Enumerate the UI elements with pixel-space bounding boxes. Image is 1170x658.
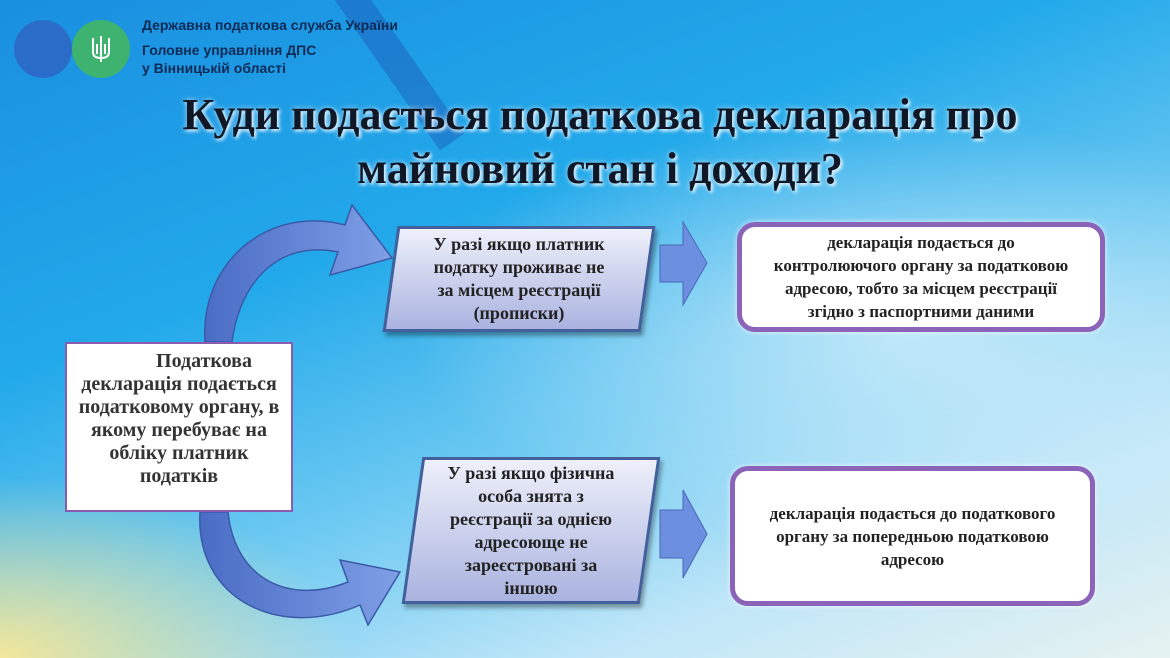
- curved-arrow-down: [199, 511, 402, 627]
- block-arrow-right-2: [659, 489, 708, 579]
- logo-circle-blue: [14, 20, 72, 78]
- org-region: у Вінницькій області: [142, 60, 286, 76]
- org-department: Головне управління ДПС: [142, 42, 317, 58]
- main-statement-box: Податкова декларація подається податково…: [65, 342, 293, 512]
- org-name: Державна податкова служба України: [142, 17, 398, 33]
- trident-logo: [72, 20, 130, 78]
- trident-icon: [92, 36, 110, 62]
- curved-arrow-up: [204, 203, 394, 343]
- block-arrow-right-1: [659, 220, 708, 307]
